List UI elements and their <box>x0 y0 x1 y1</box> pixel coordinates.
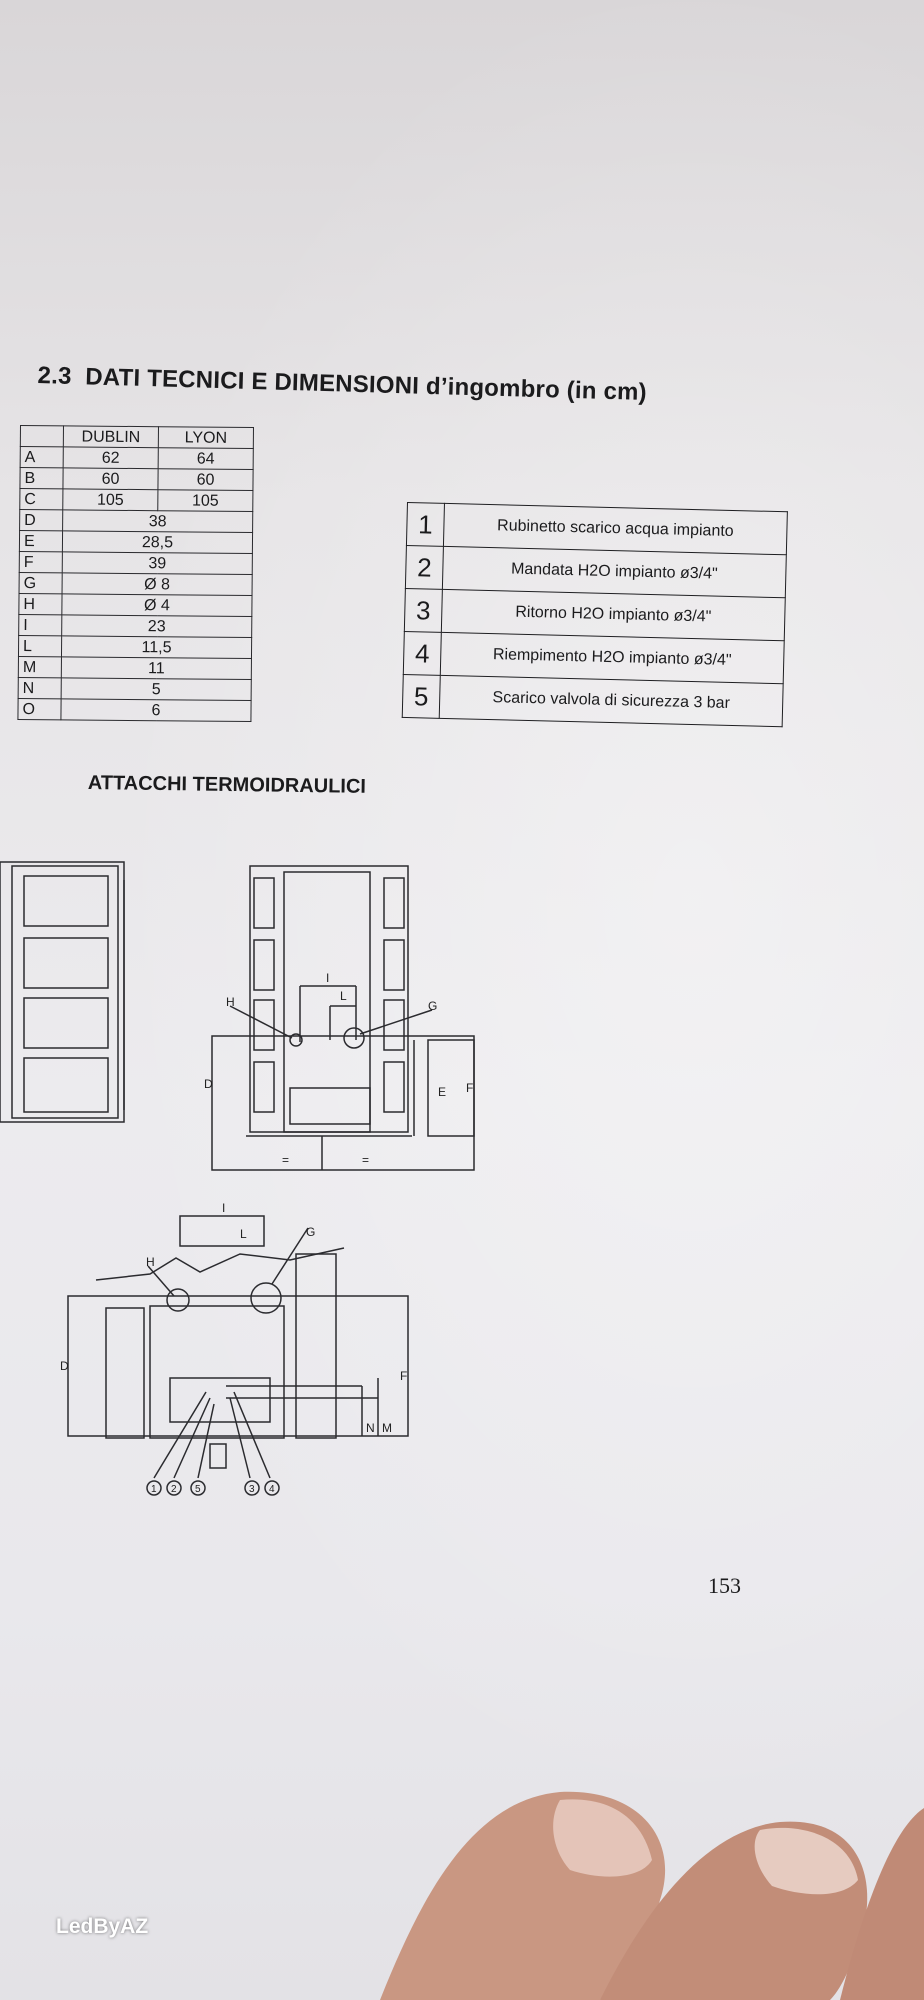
label-I-top: I <box>222 1201 225 1215</box>
label-G-top: G <box>306 1225 315 1239</box>
label-G-rear: G <box>428 999 437 1013</box>
label-F-top: F <box>400 1369 407 1383</box>
label-L-rear: L <box>340 989 347 1003</box>
label-D-top: D <box>60 1359 69 1373</box>
marker-3: 3 <box>249 1484 255 1495</box>
page-number: 153 <box>708 1573 741 1598</box>
marker-5: 5 <box>195 1484 201 1495</box>
fingers-photo <box>380 1791 924 2000</box>
top-view-drawing <box>67 1215 409 1496</box>
watermark: LedByAZ <box>56 1915 149 1938</box>
label-eq-left: = <box>282 1153 289 1167</box>
label-I-rear: I <box>326 971 329 985</box>
label-eq-right: = <box>362 1153 369 1167</box>
label-H-rear: H <box>226 995 235 1009</box>
label-H-top: H <box>146 1255 155 1269</box>
marker-4: 4 <box>269 1484 275 1495</box>
front-view-drawing <box>0 861 125 1123</box>
label-L-top: L <box>240 1227 247 1241</box>
label-M-top: M <box>382 1421 392 1435</box>
rear-view-drawing <box>211 865 475 1171</box>
drawing-labels: H G I L D E F = = H G I L D F N M 1 2 5 … <box>60 971 473 1495</box>
label-F-rear: F <box>466 1081 473 1095</box>
marker-2: 2 <box>171 1484 177 1495</box>
label-D-rear: D <box>204 1077 213 1091</box>
marker-1: 1 <box>151 1484 157 1495</box>
label-E-rear: E <box>438 1085 446 1099</box>
label-N-top: N <box>366 1421 375 1435</box>
